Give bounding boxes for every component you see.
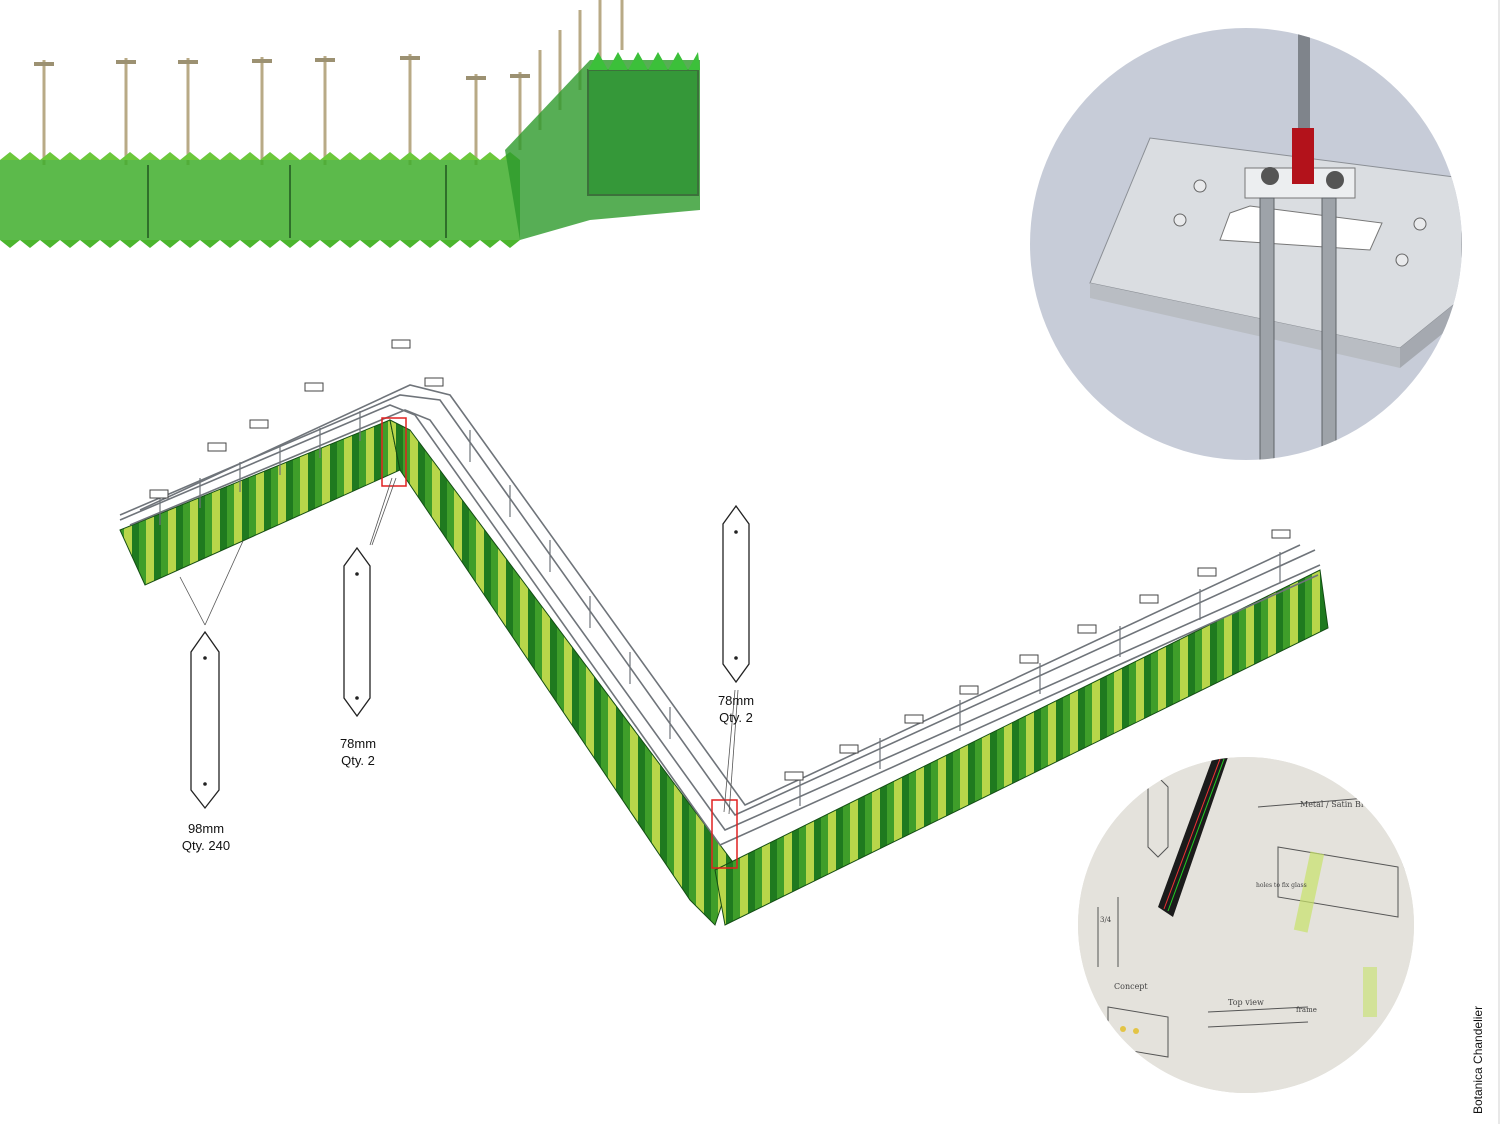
panel-label-98mm: 98mm Qty. 240 bbox=[165, 820, 247, 854]
perspective-render bbox=[0, 0, 700, 248]
sketch-note-frame: frame bbox=[1296, 1006, 1317, 1014]
sketch-note-concept: Concept bbox=[1114, 982, 1148, 991]
panel-shape-98mm bbox=[190, 630, 220, 810]
panel-label-78mm-a: 78mm Qty. 2 bbox=[318, 735, 398, 769]
bolt-head bbox=[1326, 171, 1344, 189]
strip-top-teeth bbox=[0, 152, 520, 160]
fixing-screws bbox=[1173, 179, 1427, 267]
panel-size: 98mm bbox=[187, 821, 225, 836]
sketch-note-dim: 3/4 bbox=[1100, 916, 1112, 924]
steel-rail-left bbox=[1259, 197, 1275, 460]
panel-qty: Qty. 2 bbox=[341, 753, 375, 768]
page-edge-rule bbox=[1498, 0, 1500, 1124]
highlight-corner-2 bbox=[711, 799, 738, 869]
ceiling-plates bbox=[149, 339, 1291, 781]
steel-rail-right bbox=[1321, 197, 1337, 460]
panel-qty: Qty. 2 bbox=[719, 710, 753, 725]
concept-sketch-photo: Metal / Satin Brass Concept Top view fra… bbox=[1078, 757, 1414, 1093]
sketch-dots bbox=[1120, 1026, 1139, 1034]
mount-render bbox=[1089, 28, 1462, 460]
panel-label-78mm-b: 78mm Qty. 2 bbox=[696, 692, 776, 726]
glass-box-end bbox=[587, 69, 699, 196]
panel-size: 78mm bbox=[339, 736, 377, 751]
panel-qty: Qty. 240 bbox=[181, 838, 231, 853]
ceiling-mount-detail bbox=[1030, 28, 1462, 460]
sketch-note-topview: Top view bbox=[1228, 998, 1264, 1007]
glass-strip-front bbox=[0, 160, 520, 240]
hanging-rods bbox=[42, 0, 624, 165]
side-title: Botanica Chandelier bbox=[1471, 1005, 1485, 1114]
red-connector bbox=[1292, 128, 1314, 184]
box-top-teeth bbox=[588, 52, 700, 70]
panel-size: 78mm bbox=[717, 693, 755, 708]
bolt-head bbox=[1261, 167, 1279, 185]
sketch-drawing: Metal / Satin Brass Concept Top view fra… bbox=[1078, 757, 1414, 1093]
glass-segment-3 bbox=[714, 569, 1329, 926]
strip-bottom-teeth bbox=[0, 240, 520, 248]
rod-plates bbox=[34, 56, 530, 80]
panel-shape-78mm-a bbox=[343, 546, 371, 718]
glass-segment-2 bbox=[389, 419, 736, 926]
sketch-note-title: Metal / Satin Brass bbox=[1300, 800, 1378, 809]
threaded-rod bbox=[1298, 28, 1310, 128]
leader-lines bbox=[179, 477, 739, 815]
glass-sample bbox=[1293, 851, 1325, 933]
strip-frame-posts bbox=[147, 165, 447, 238]
panel-shape-78mm-b bbox=[722, 504, 750, 684]
steel-frame bbox=[119, 384, 1321, 847]
highlight-corner-1 bbox=[381, 417, 407, 487]
sketch-note-holes: holes to fix glass bbox=[1256, 882, 1307, 889]
assembly-drawing bbox=[119, 339, 1329, 926]
glass-sample bbox=[1363, 967, 1377, 1017]
